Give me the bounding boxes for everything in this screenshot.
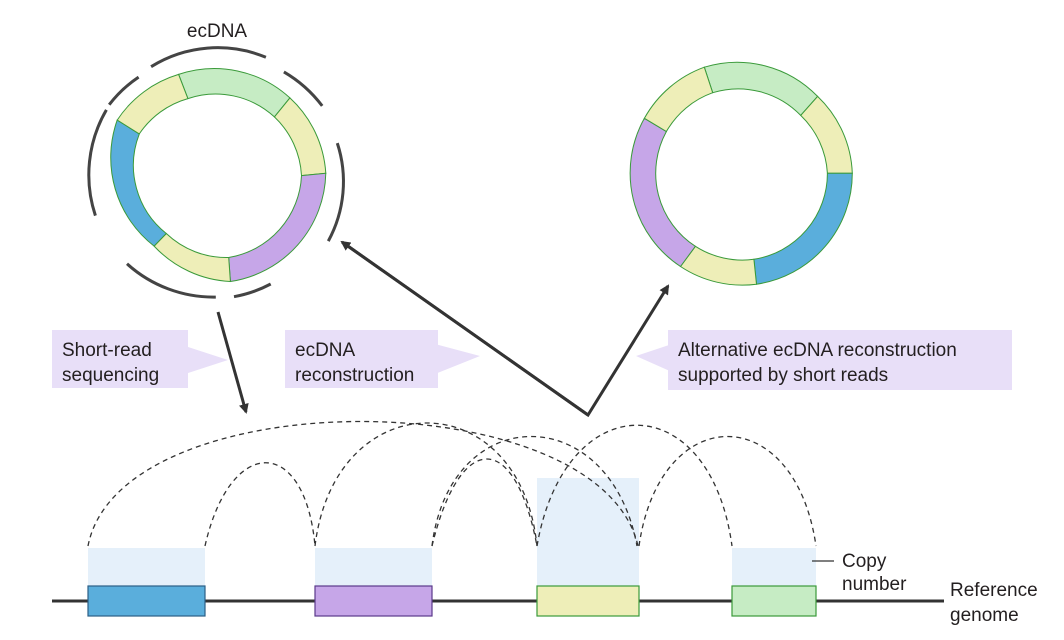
callout-text-line2: reconstruction xyxy=(295,365,414,386)
copy-number-shading xyxy=(88,478,816,600)
short-read-arc xyxy=(283,70,324,107)
arrows xyxy=(216,240,670,418)
callout-short-read: Short-read sequencing xyxy=(52,330,228,388)
callout-text-line1: Short-read xyxy=(62,340,152,361)
ring-segment-yellow-left xyxy=(643,66,714,133)
ring-segment-green-top xyxy=(703,61,819,117)
short-read-arc xyxy=(125,262,216,299)
junction-arc xyxy=(314,422,538,547)
copy-number-label-line2: number xyxy=(842,574,907,595)
reference-genome-label-line2: genome xyxy=(950,605,1019,626)
callout-pointer xyxy=(636,344,672,372)
short-read-arc xyxy=(150,46,267,68)
ring-segment-yellow-right xyxy=(273,97,327,177)
copy-number-label-line1: Copy xyxy=(842,551,887,572)
ecdna-title: ecDNA xyxy=(187,21,248,42)
ring-segment-purple xyxy=(228,172,327,283)
ring-segment-green-top xyxy=(177,68,291,118)
junction-arc xyxy=(638,436,817,547)
callout-reconstruction: ecDNA reconstruction xyxy=(285,330,480,388)
short-read-arc xyxy=(326,142,345,242)
ring-segment-yellow-bottom xyxy=(679,245,758,286)
junction-arc xyxy=(431,435,638,547)
callout-text-line2: supported by short reads xyxy=(678,365,888,386)
short-read-arc xyxy=(108,75,140,106)
segment-blue xyxy=(87,585,206,617)
short-read-arc xyxy=(233,282,272,299)
left-ecdna-ring xyxy=(110,68,327,283)
genomic-segments xyxy=(87,585,817,617)
ring-segment-yellow-left xyxy=(116,73,189,135)
segment-green xyxy=(731,585,817,617)
ring-segment-blue xyxy=(110,119,168,247)
junction-arcs xyxy=(87,420,817,547)
callout-text-line2: sequencing xyxy=(62,365,159,386)
short-read-arcs xyxy=(87,46,345,299)
junction-arc xyxy=(204,462,316,547)
callout-text-line1: Alternative ecDNA reconstruction xyxy=(678,340,957,361)
ring-segment-yellow-bottom xyxy=(153,232,231,283)
ring-segment-purple xyxy=(629,117,697,268)
callout-alternative: Alternative ecDNA reconstruction support… xyxy=(636,330,1012,390)
right-ecdna-ring xyxy=(629,61,853,286)
copy-number-yellow xyxy=(537,478,639,600)
callout-pointer xyxy=(435,344,480,374)
callout-text-line1: ecDNA xyxy=(295,340,356,361)
junction-arc xyxy=(431,458,538,547)
ring-segment-yellow-right xyxy=(800,95,853,174)
arrow-to-left-ring xyxy=(340,240,589,417)
callout-box xyxy=(52,330,188,388)
arrow-to-reconstructions xyxy=(344,242,670,418)
junction-arc xyxy=(87,420,639,547)
segment-purple xyxy=(314,585,433,617)
callout-box xyxy=(668,330,1012,390)
callout-pointer xyxy=(185,346,228,374)
callout-box xyxy=(285,330,438,388)
reference-genome-label-line1: Reference xyxy=(950,580,1038,601)
short-read-arc xyxy=(87,109,108,217)
arrow-to-sequencing xyxy=(216,311,249,414)
segment-yellow xyxy=(536,585,640,617)
ring-segment-blue xyxy=(753,172,853,285)
